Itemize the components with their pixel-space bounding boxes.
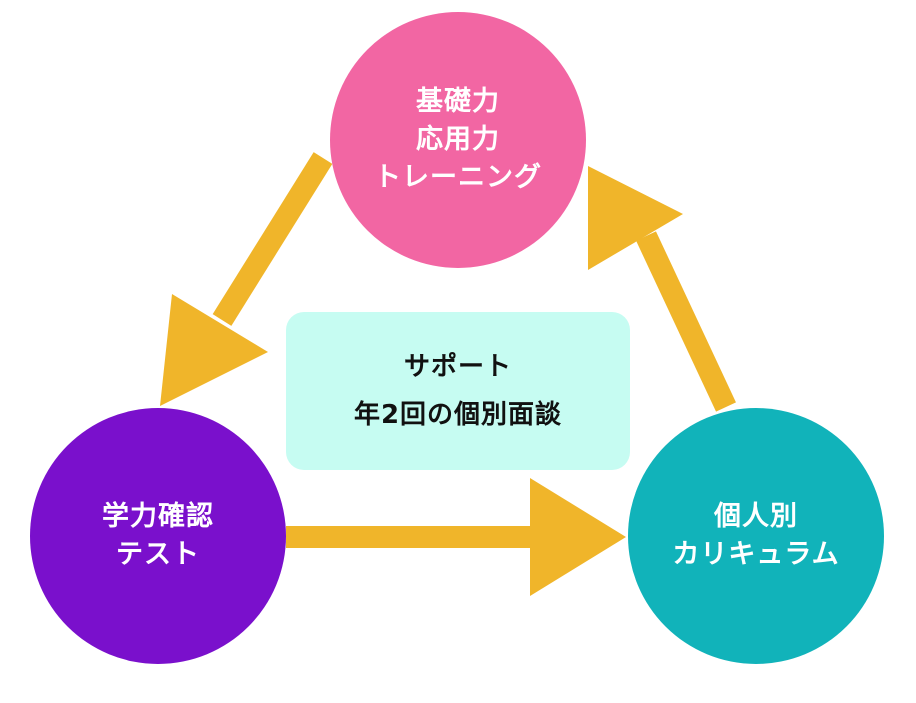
arrow-head	[588, 166, 683, 270]
node-label-line: テスト	[116, 539, 200, 570]
node-individual-curriculum: 個人別 カリキュラム	[628, 408, 884, 664]
arrow-head	[530, 478, 626, 596]
arrow-left-to-right	[286, 478, 626, 596]
arrow-shaft	[212, 152, 333, 326]
node-label-line: 個人別	[714, 501, 798, 532]
arrow-shaft	[636, 231, 736, 412]
center-label-line: サポート	[403, 352, 512, 382]
node-label-line: カリキュラム	[672, 539, 840, 570]
node-label-line: 基礎力	[416, 86, 500, 117]
node-basic-training: 基礎力 応用力 トレーニング	[330, 12, 586, 268]
center-support-box: サポート 年2回の個別面談	[286, 312, 630, 470]
arrow-right-to-top	[588, 166, 736, 412]
center-label-line: 年2回の個別面談	[353, 400, 563, 430]
node-label-line: 学力確認	[102, 501, 214, 532]
arrow-top-to-left	[160, 152, 333, 406]
node-label-line: トレーニング	[374, 162, 542, 193]
node-label-line: 応用力	[416, 124, 500, 155]
arrow-head	[160, 294, 268, 406]
node-assessment-test: 学力確認 テスト	[30, 408, 286, 664]
